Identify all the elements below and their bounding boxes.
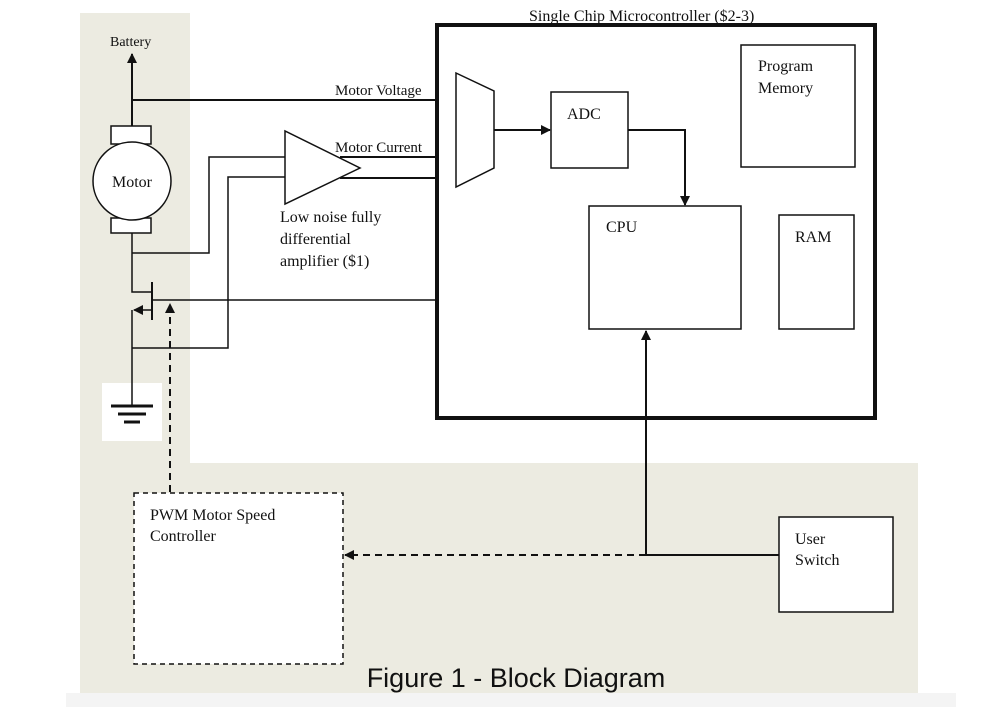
motor-voltage-label: Motor Voltage (335, 83, 422, 99)
adc-to-cpu-wire (628, 129, 690, 206)
amplifier-label-1: Low noise fully (280, 209, 381, 226)
motor-label: Motor (112, 174, 153, 191)
bottom-strip (66, 693, 956, 707)
program-memory-label-2: Memory (758, 80, 813, 97)
user-switch-block (778, 516, 894, 613)
cpu-label: CPU (606, 219, 638, 236)
motor-symbol (92, 141, 172, 221)
pwm-label-1: PWM Motor Speed (150, 507, 275, 524)
multiplexer-symbol (455, 71, 495, 189)
adc-label: ADC (567, 106, 601, 123)
amplifier-symbol (284, 129, 362, 206)
amplifier-label-2: differential (280, 231, 351, 248)
motor-current-label: Motor Current (335, 140, 423, 156)
user-switch-label-1: User (795, 531, 826, 548)
amp-in-minus-wire (132, 176, 287, 349)
cpu-block (588, 205, 742, 330)
pwm-label-2: Controller (150, 528, 216, 545)
ram-label: RAM (795, 229, 831, 246)
battery-label: Battery (110, 35, 151, 50)
user-switch-label-2: Switch (795, 552, 839, 569)
ground-icon (111, 404, 153, 424)
program-memory-block (740, 44, 856, 168)
amp-in-plus-wire (132, 156, 287, 254)
pwm-controller-block (133, 492, 344, 665)
adc-block (550, 91, 629, 169)
amplifier-label-3: amplifier ($1) (280, 253, 369, 270)
figure-caption: Figure 1 - Block Diagram (367, 663, 666, 693)
ram-block (778, 214, 855, 330)
program-memory-label-1: Program (758, 58, 814, 75)
microcontroller-label: Single Chip Microcontroller ($2-3) (529, 8, 754, 25)
